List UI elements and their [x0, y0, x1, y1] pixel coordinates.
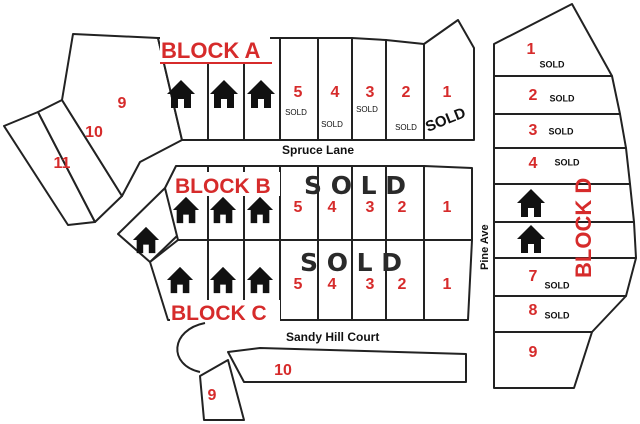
block-a-label-bg: [160, 36, 270, 62]
block-b-label-bg: [174, 172, 280, 196]
lot-d-6[interactable]: [493, 221, 637, 259]
lot-number: 3: [366, 84, 375, 101]
street-label-spruce-lane: Spruce Lane: [282, 143, 354, 157]
lot-number: 1: [443, 84, 452, 101]
sold-tag: SOLD: [549, 93, 575, 103]
lot-number: 1: [443, 276, 452, 293]
sold-tag: SOLD: [554, 157, 580, 167]
lot-number: 3: [366, 276, 375, 293]
lot-number: 5: [294, 199, 303, 216]
block-c-label-bg: [170, 300, 280, 324]
sold-tag: SOLD: [321, 120, 343, 129]
cul-de-sac-curb: [176, 322, 206, 373]
lot-number: 1: [443, 199, 452, 216]
lot-number: 11: [54, 155, 71, 172]
sold-tag: SOLD: [539, 59, 565, 69]
block-c-label: BLOCK C: [171, 302, 267, 325]
block-a-label: BLOCK A: [161, 38, 261, 63]
street-label-sandy-hill-court: Sandy Hill Court: [286, 330, 379, 344]
lot-number: 3: [529, 122, 538, 139]
lot-number: 7: [529, 268, 538, 285]
lot-number: 5: [294, 84, 303, 101]
lot-c-9[interactable]: [199, 359, 245, 421]
block-c: S O L D 5 4 3 2 1 BLOCK C: [149, 239, 473, 325]
block-b-label: BLOCK B: [175, 175, 271, 198]
lot-d-9[interactable]: [493, 331, 593, 389]
sold-tag: SOLD: [544, 280, 570, 290]
sold-banner: S O L D: [304, 171, 406, 200]
block-b: BLOCK B S O L D 5 4 3 2 1: [117, 165, 473, 263]
sold-tag: SOLD: [356, 105, 378, 114]
street-label-pine-ave: Pine Ave: [479, 224, 491, 270]
lot-number: 5: [294, 276, 303, 293]
lot-c-1[interactable]: [423, 239, 473, 321]
lot-number: 9: [529, 344, 538, 361]
lot-number: 2: [398, 276, 407, 293]
lot-c-10[interactable]: [227, 347, 467, 383]
block-d-label: BLOCK D: [571, 178, 596, 278]
lot-number: 10: [85, 124, 103, 141]
lot-number: 4: [529, 155, 538, 172]
block-d: 1 2 3 4 7 8 9 SOLD SOLD SOLD SOLD SOLD S…: [493, 3, 637, 389]
sold-tag: SOLD: [285, 108, 307, 117]
lot-number: 2: [529, 87, 538, 104]
lot-number: 4: [331, 84, 340, 101]
sold-tag: SOLD: [544, 310, 570, 320]
lot-number: 4: [328, 199, 337, 216]
lot-number: 9: [208, 387, 217, 404]
lot-number: 3: [366, 199, 375, 216]
lot-number: 2: [398, 199, 407, 216]
lot-number: 10: [274, 362, 292, 379]
sold-banner: S O L D: [300, 248, 402, 277]
lot-d-5[interactable]: [493, 183, 635, 223]
lot-number: 2: [402, 84, 411, 101]
sold-tag: SOLD: [395, 123, 417, 132]
sold-tag: SOLD: [548, 126, 574, 136]
lot-number: 8: [529, 302, 538, 319]
lot-a-1[interactable]: [423, 19, 475, 141]
lot-number: 4: [328, 276, 337, 293]
block-a: BLOCK A 5 4 3 2 1 SOLD SOLD SOLD SOLD SO…: [3, 19, 475, 226]
lot-number: 1: [527, 41, 536, 58]
lot-number: 9: [118, 95, 127, 112]
